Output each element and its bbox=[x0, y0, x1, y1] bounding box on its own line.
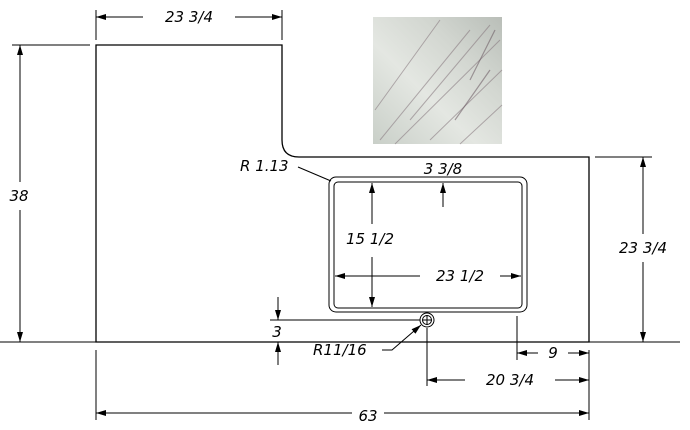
dimension-sink-width: 23 1/2 bbox=[335, 267, 521, 285]
dimension-right-depth: 23 3/4 bbox=[619, 157, 667, 342]
dimension-sink-setback: 3 3/8 bbox=[424, 160, 462, 207]
svg-text:R11/16: R11/16 bbox=[313, 341, 367, 359]
svg-text:9: 9 bbox=[548, 344, 558, 362]
countertop-outline bbox=[95, 44, 590, 343]
svg-text:R 1.13: R 1.13 bbox=[240, 157, 289, 175]
label-corner-radius: R 1.13 bbox=[240, 157, 332, 182]
dimension-faucet-from-right: 20 3/4 bbox=[427, 371, 589, 389]
svg-text:3: 3 bbox=[272, 323, 282, 341]
label-faucet-radius: R11/16 bbox=[313, 324, 422, 359]
svg-text:15 1/2: 15 1/2 bbox=[346, 230, 394, 248]
dimension-left-height: 38 bbox=[9, 45, 29, 342]
faucet-hole bbox=[419, 312, 435, 328]
extension-lines bbox=[0, 10, 680, 420]
sink-cutout bbox=[328, 176, 528, 313]
dimension-faucet-offset: 3 bbox=[272, 297, 282, 365]
dimension-sink-depth: 15 1/2 bbox=[346, 183, 394, 307]
svg-text:23 3/4: 23 3/4 bbox=[165, 8, 213, 26]
svg-text:3 3/8: 3 3/8 bbox=[424, 160, 462, 178]
dimension-top-width: 23 3/4 bbox=[96, 8, 282, 26]
svg-text:23 3/4: 23 3/4 bbox=[619, 239, 667, 257]
svg-text:63: 63 bbox=[358, 407, 377, 425]
svg-text:38: 38 bbox=[9, 187, 28, 205]
dimension-total-width: 63 bbox=[96, 407, 589, 425]
svg-text:23 1/2: 23 1/2 bbox=[436, 267, 484, 285]
svg-text:20 3/4: 20 3/4 bbox=[486, 371, 534, 389]
dimension-sink-from-right: 9 bbox=[517, 344, 589, 362]
marble-swatch bbox=[373, 17, 503, 145]
